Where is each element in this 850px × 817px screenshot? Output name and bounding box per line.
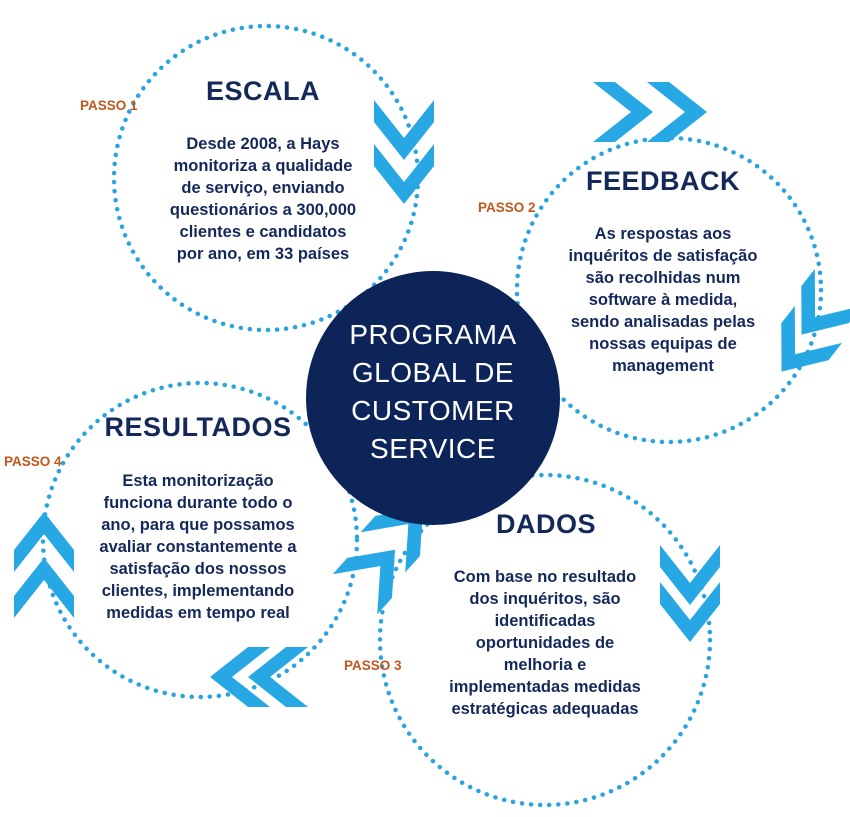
- step-1-description-line: de serviço, enviando: [181, 179, 345, 197]
- chevron-left-icon: [248, 647, 308, 707]
- step-3-dotted-circle: [377, 472, 713, 808]
- step-2-description-line: sendo analisadas pelas: [570, 313, 756, 331]
- step-4-description-line: ano, para que possamos: [101, 516, 295, 534]
- step-4-label: PASSO 4: [4, 454, 62, 469]
- chevron-up-icon: [14, 558, 74, 618]
- chevron-up-icon: [14, 512, 74, 572]
- step-4-description-line: Esta monitorização: [122, 472, 274, 490]
- step-3-title: DADOS: [495, 509, 596, 539]
- hub-title-line: GLOBAL DE: [351, 357, 515, 388]
- step-4-description-line: satisfação dos nossos: [109, 560, 287, 578]
- hub-title-line: PROGRAMA: [349, 319, 517, 350]
- step-2-description-line: nossas equipas de: [589, 335, 737, 353]
- hub-title-line: SERVICE: [370, 433, 496, 464]
- step-1-description-line: clientes e candidatos: [179, 223, 347, 241]
- hub-title: PROGRAMA GLOBAL DE CUSTOMER SERVICE: [306, 316, 560, 468]
- chevron-up-icon: [332, 549, 396, 615]
- step-3-label: PASSO 3: [344, 658, 402, 673]
- chevron-right-icon: [593, 82, 653, 142]
- chevron-right-icon: [647, 82, 707, 142]
- step-2-description-line: management: [612, 357, 714, 375]
- chevron-down-icon: [781, 305, 843, 372]
- step-3-description-line: identificadas: [494, 612, 596, 630]
- chevron-down-icon: [801, 268, 850, 335]
- step-4-title: RESULTADOS: [104, 412, 292, 442]
- chevron-down-icon: [374, 100, 434, 160]
- step-3-description-line: dos inquéritos, são: [469, 590, 621, 608]
- step-2-description: As respostas aos inquéritos de satisfaçã…: [538, 223, 788, 377]
- chevron-down-icon: [660, 545, 720, 605]
- step-2-description-line: são recolhidas num: [585, 269, 741, 287]
- step-2-label: PASSO 2: [478, 200, 536, 215]
- step-4-description-line: funciona durante todo o: [103, 494, 293, 512]
- hub-title-line: CUSTOMER: [351, 395, 515, 426]
- step-1-description: Desde 2008, a Hays monitoriza a qualidad…: [138, 133, 388, 265]
- step-2-description-line: inquéritos de satisfação: [568, 247, 758, 265]
- chevron-down-icon: [660, 582, 720, 642]
- step-3-description-line: Com base no resultado: [453, 568, 637, 586]
- step-3-description-line: implementadas medidas: [449, 678, 641, 696]
- step-2-dotted-circle: [514, 135, 824, 445]
- step-4-description-line: clientes, implementando: [101, 582, 295, 600]
- chevron-down-icon: [374, 144, 434, 204]
- step-4-dotted-circle: [40, 380, 360, 700]
- step-3-description-line: melhoria e: [503, 656, 587, 674]
- step-2-title: FEEDBACK: [585, 166, 740, 196]
- step-4-description: Esta monitorização funciona durante todo…: [78, 470, 318, 624]
- step-3-description-line: estratégicas adequadas: [451, 700, 639, 718]
- step-2-description-line: software à medida,: [588, 291, 738, 309]
- step-4-description-line: avaliar constantemente a: [99, 538, 297, 556]
- step-1-title: ESCALA: [205, 76, 320, 106]
- chevron-left-icon: [210, 647, 270, 707]
- central-hub-circle: [306, 271, 560, 525]
- step-1-description-line: por ano, em 33 países: [176, 245, 350, 263]
- step-1-description-line: questionários a 300,000: [169, 201, 357, 219]
- step-1-description-line: Desde 2008, a Hays: [186, 135, 340, 153]
- step-3-description-line: oportunidades de: [475, 634, 615, 652]
- step-4-description-line: medidas em tempo real: [106, 604, 290, 622]
- step-3-description: Com base no resultado dos inquéritos, sã…: [420, 566, 670, 720]
- step-1-description-line: monitoriza a qualidade: [173, 157, 353, 175]
- step-1-label: PASSO 1: [80, 98, 138, 113]
- step-2-description-line: As respostas aos: [594, 225, 732, 243]
- chevron-up-icon: [360, 507, 424, 573]
